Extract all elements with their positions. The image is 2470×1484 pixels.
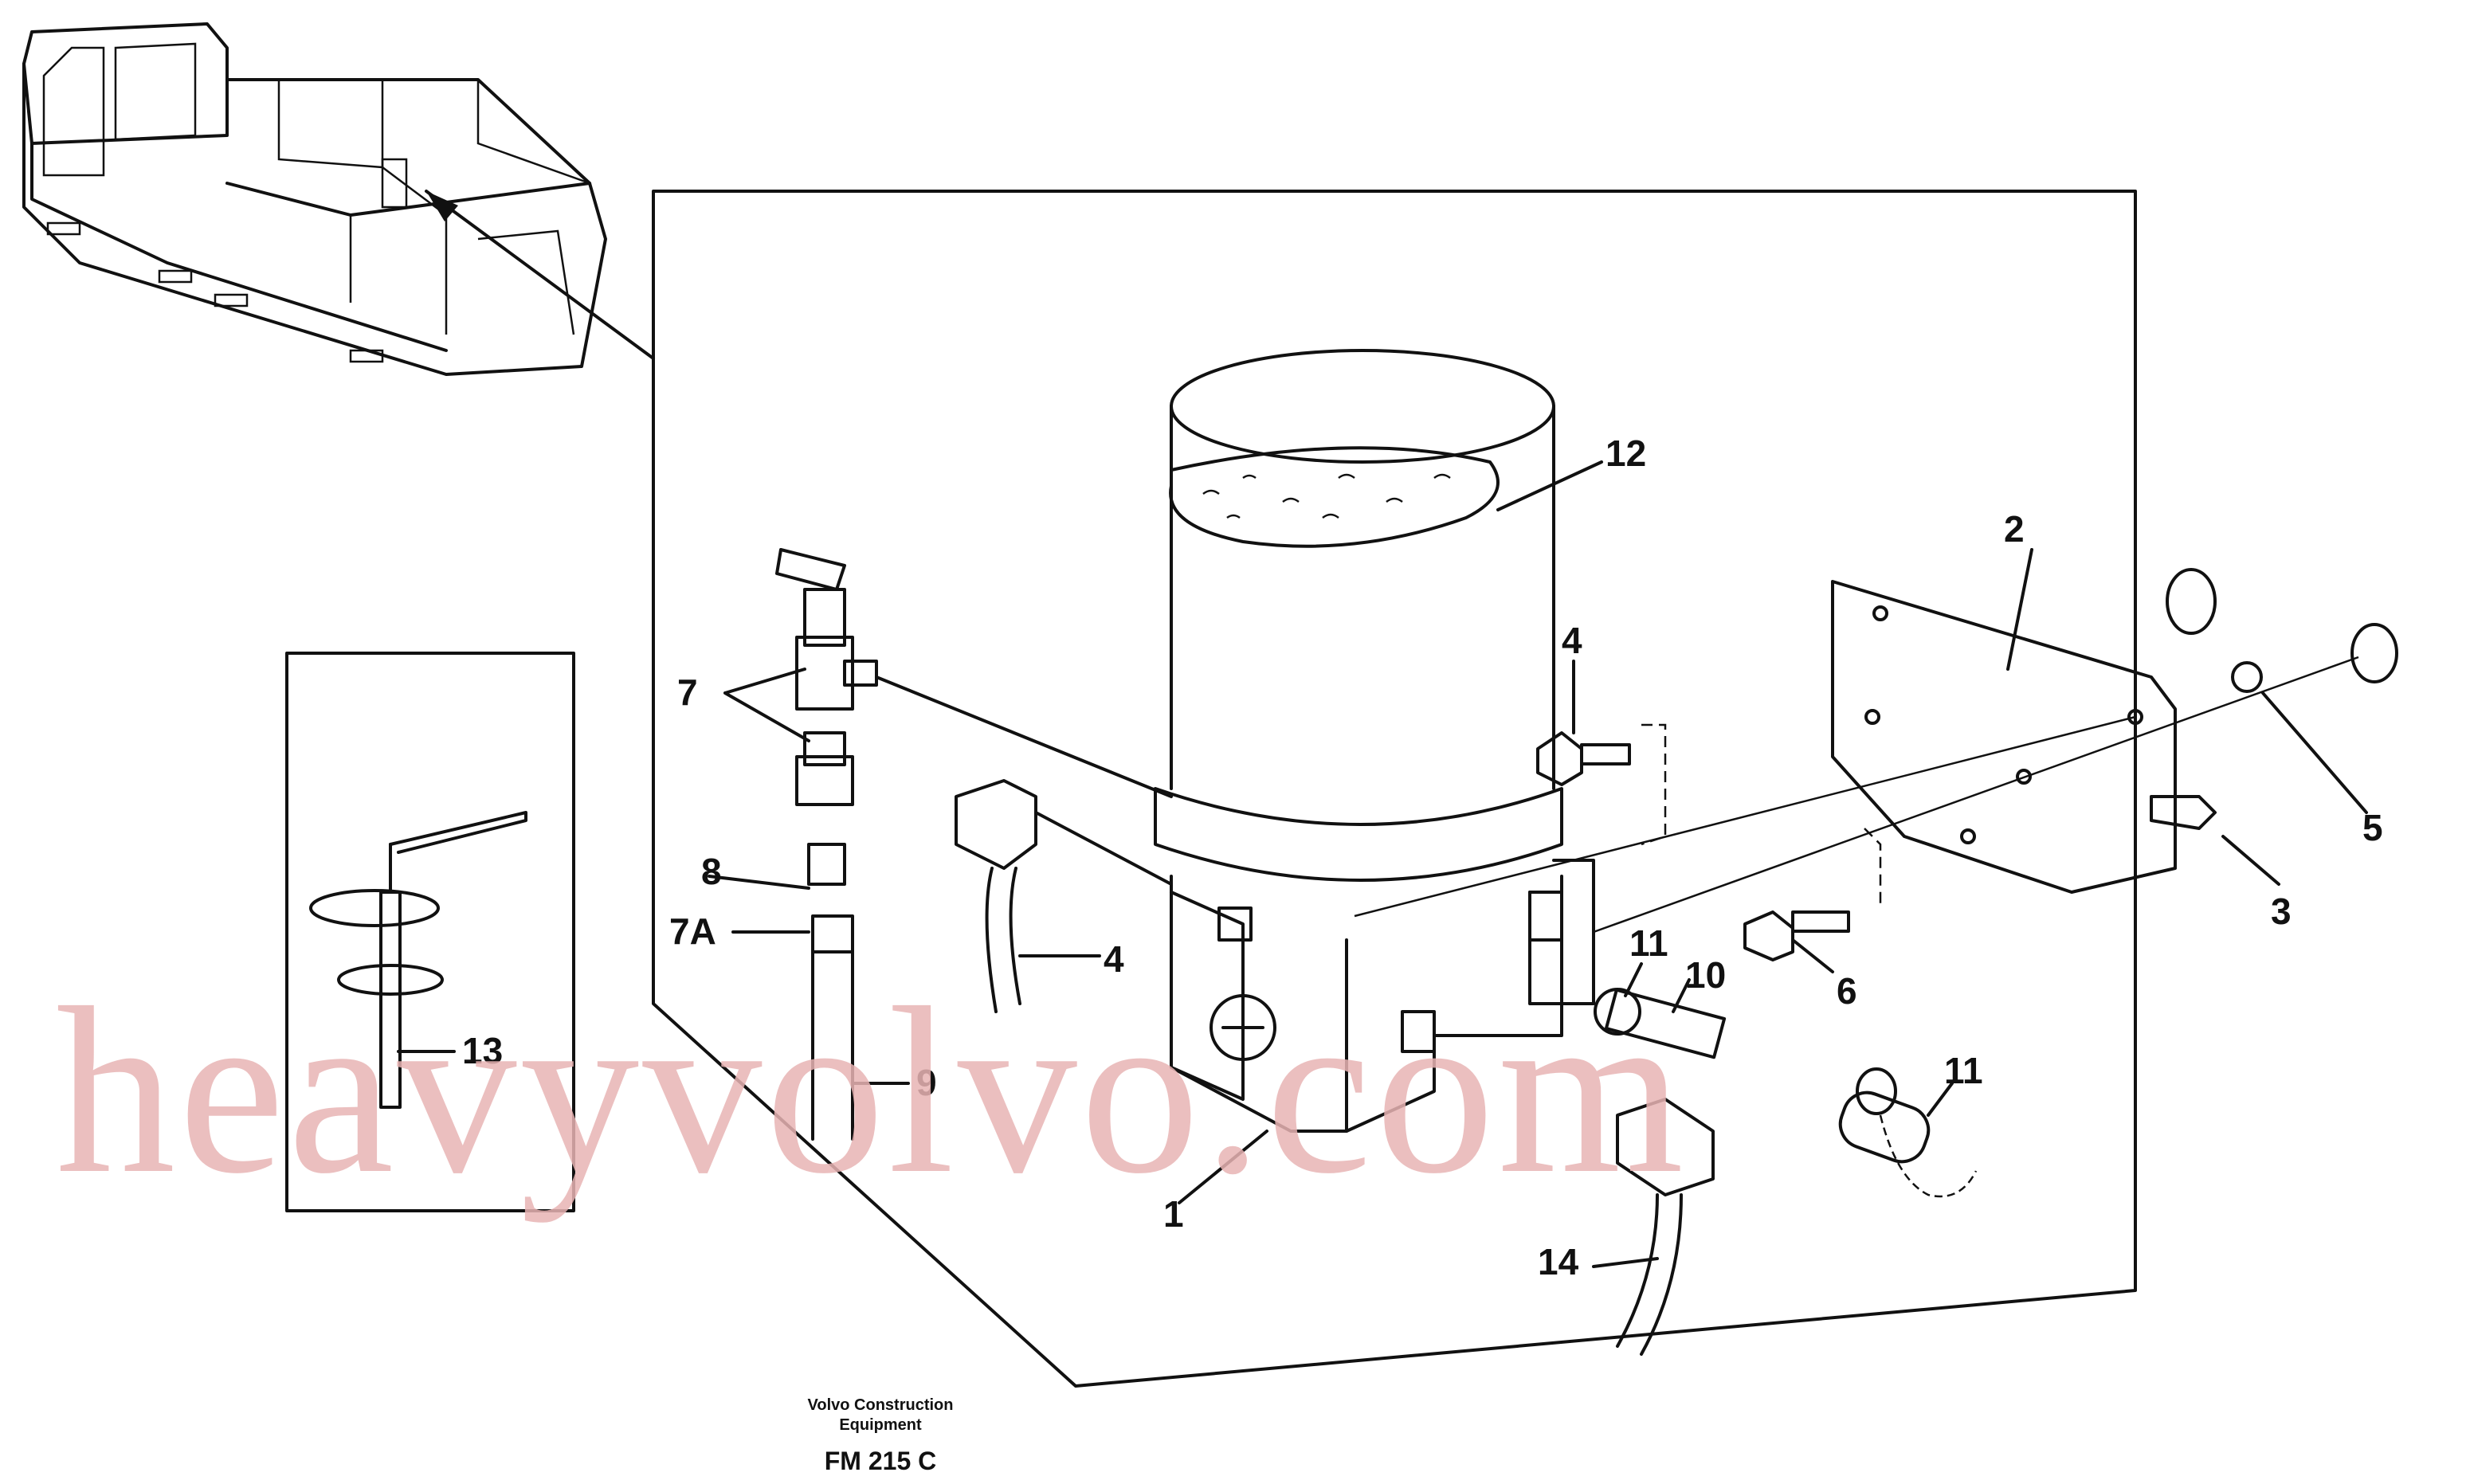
callout-1: 1 bbox=[1163, 1193, 1184, 1235]
footer-company-line2: Equipment bbox=[839, 1416, 922, 1434]
fittings-hose bbox=[775, 548, 1173, 1141]
callout-3: 3 bbox=[2271, 891, 2292, 932]
callout-14: 14 bbox=[1538, 1241, 1579, 1282]
watermark: heavyvolvo.com bbox=[56, 958, 1687, 1224]
callout-6: 6 bbox=[1837, 970, 1857, 1012]
callout-4-bolt: 4 bbox=[1562, 620, 1582, 661]
machine-overview bbox=[22, 22, 655, 376]
footer: Volvo Construction Equipment FM 215 C bbox=[808, 1396, 954, 1475]
connector-cable-4 bbox=[955, 779, 1173, 1013]
leader-lines bbox=[397, 460, 2368, 1268]
callout-13: 13 bbox=[462, 1030, 503, 1071]
connector-cable-14 bbox=[1616, 1098, 1715, 1356]
callout-7a: 7A bbox=[669, 910, 716, 952]
callout-8: 8 bbox=[701, 851, 722, 892]
detail-frame bbox=[652, 190, 2137, 1388]
callout-2: 2 bbox=[2004, 508, 2025, 550]
footer-figure-code: FM 215 C bbox=[825, 1447, 936, 1475]
callouts: 12 2 4 7 8 7A 4 9 13 1 11 10 6 3 5 11 14 bbox=[462, 433, 2383, 1282]
callout-12: 12 bbox=[1606, 433, 1646, 474]
callout-5: 5 bbox=[2362, 807, 2383, 848]
bracket-2 bbox=[1354, 568, 2398, 934]
callout-11-lower: 11 bbox=[1944, 1050, 1983, 1091]
bolt-4 bbox=[1536, 723, 1667, 846]
inset-box bbox=[285, 652, 575, 1212]
callout-7: 7 bbox=[677, 672, 698, 713]
callout-10: 10 bbox=[1685, 954, 1726, 996]
pump-housing bbox=[1170, 859, 1595, 1133]
bolt-6 bbox=[1743, 828, 1882, 961]
callout-11-upper: 11 bbox=[1629, 922, 1668, 964]
footer-company-line1: Volvo Construction bbox=[808, 1396, 954, 1414]
coupling-10-11 bbox=[1594, 988, 1978, 1198]
callout-9: 9 bbox=[916, 1062, 937, 1103]
grease-reservoir bbox=[1154, 349, 1563, 882]
callout-4-cable: 4 bbox=[1104, 938, 1124, 980]
